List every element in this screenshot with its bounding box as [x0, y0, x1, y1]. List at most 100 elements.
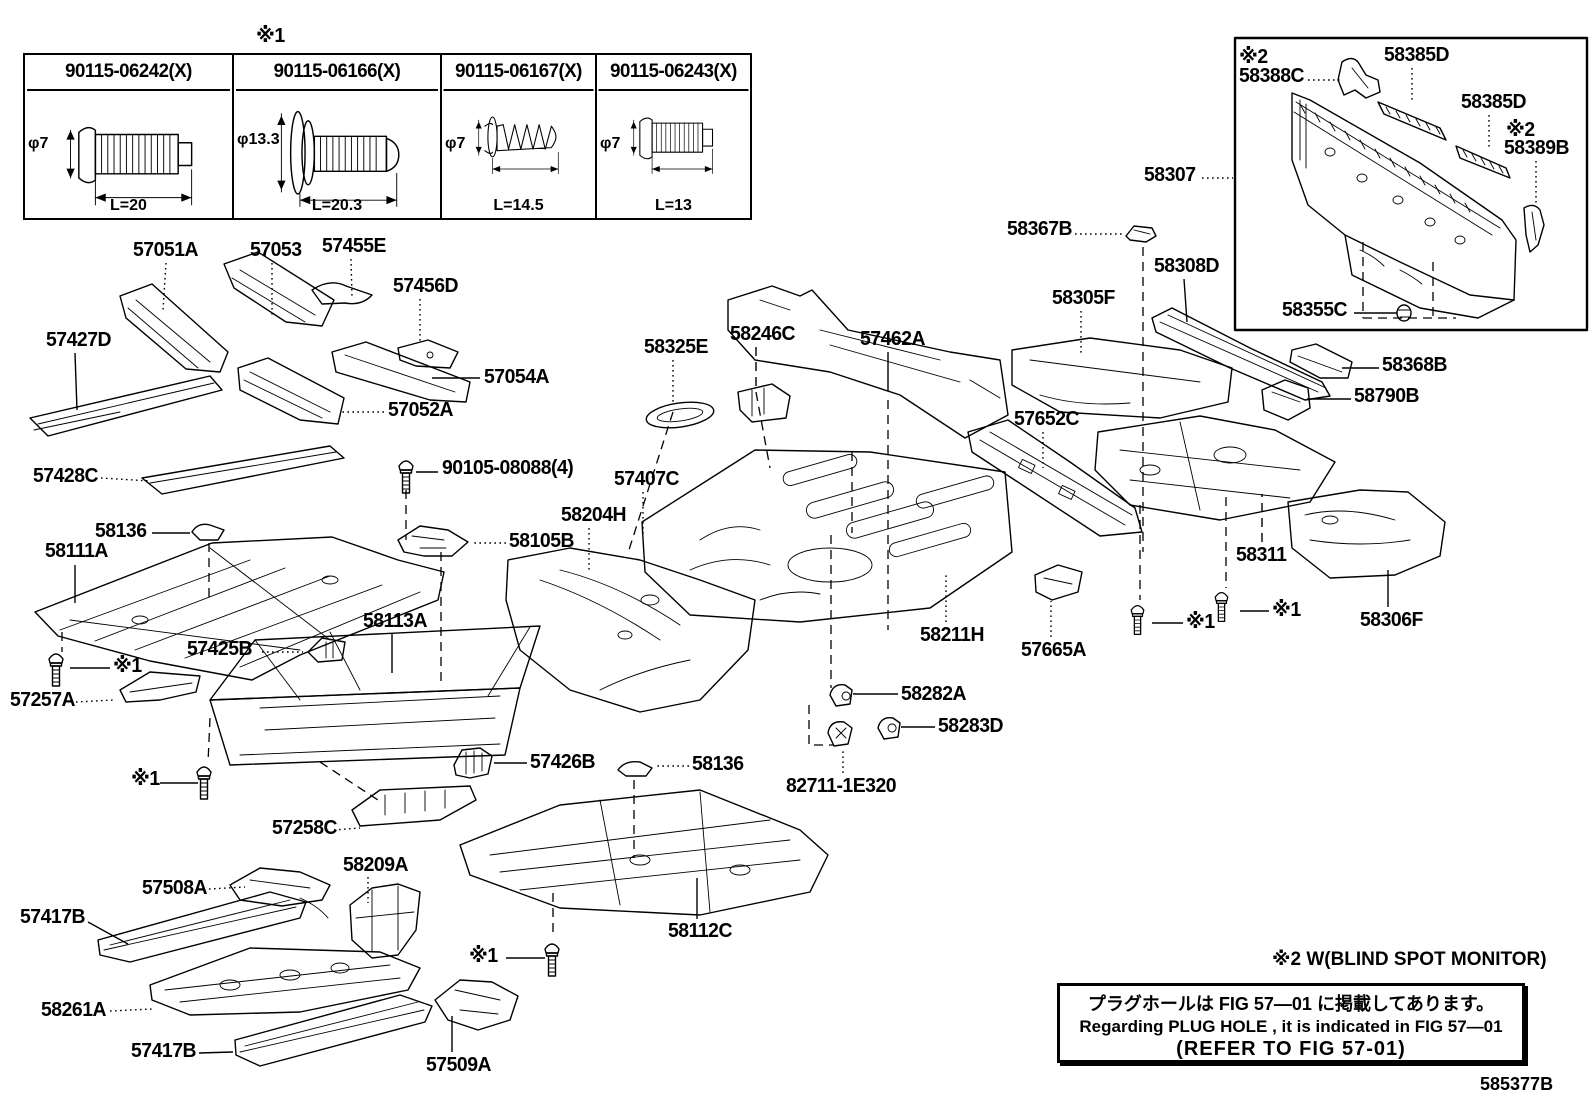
part-58283D-clip-sketch [877, 717, 901, 740]
part-57054A-sketch [331, 341, 471, 403]
part-label-1-55: ※1 [1186, 611, 1215, 633]
part-58311-sketch [1094, 415, 1336, 521]
fastener-column-4: 90115-06243(X) φ7 L=13 [595, 55, 750, 218]
part-58325E-sketch [645, 401, 715, 429]
part-label-57665A-51: 57665A [1021, 639, 1087, 661]
part-label-58389B-44: 58389B [1504, 137, 1570, 159]
stud-length: L=20 [110, 197, 147, 214]
part-57257A-sketch [119, 671, 201, 703]
part-58112C-sketch [459, 789, 829, 916]
plug-hole-note-reference: (REFER TO FIG 57-01) [1176, 1038, 1406, 1060]
part-57455E-sketch [311, 282, 373, 305]
construction-lines [61, 247, 1227, 938]
leader-line [1183, 278, 1188, 323]
part-label-57051A-1: 57051A [133, 239, 199, 261]
part-57417B-2-sketch [234, 994, 433, 1067]
part-label-58385D-42: 58385D [1461, 91, 1527, 113]
part-58368B-sketch [1289, 343, 1353, 379]
part-58211H-sketch [641, 449, 1013, 623]
part-57053-sketch [223, 251, 335, 327]
part-label-57407C-30: 57407C [614, 468, 680, 490]
part-label-58385D-41: 58385D [1384, 44, 1450, 66]
part-58105B-sketch [397, 525, 469, 557]
part-58308D-sketch [1151, 307, 1331, 401]
part-label-57509A-23: 57509A [426, 1054, 492, 1076]
part-57428C-sketch [141, 445, 345, 495]
part-label-58113A-15: 58113A [363, 610, 427, 632]
stud-diameter: φ7 [600, 135, 621, 152]
part-label-57054A-6: 57054A [484, 366, 550, 388]
fastener-column-2: 90115-06166(X) φ13.3 L=20.3 [232, 55, 440, 218]
leader-line [350, 258, 353, 298]
part-label-58136-10: 58136 [95, 520, 147, 542]
part-label-58368B-46: 58368B [1382, 354, 1448, 376]
part-label-57455E-3: 57455E [322, 235, 386, 257]
part-label-827111E320-54: 82711-1E320 [786, 775, 897, 797]
part-label-1-24: ※1 [469, 945, 498, 967]
part-label-58307-38: 58307 [1144, 164, 1196, 186]
part-label-57652C-34: 57652C [1014, 408, 1080, 430]
part-label-2-39: ※2 [1239, 46, 1268, 68]
fastener-table: 90115-06242(X) φ7 L=20 90115-06166(X) [23, 53, 752, 220]
part-58111A-sketch [34, 536, 445, 681]
part-label-58246C-32: 58246C [730, 323, 796, 345]
part-label-58111A-11: 58111A [45, 540, 108, 562]
part-label-58105B-29: 58105B [509, 530, 575, 552]
bolt-icon [196, 766, 212, 800]
part-58261A-sketch [149, 947, 421, 1016]
part-label-2-43: ※2 [1506, 119, 1535, 141]
bolt-icon [48, 653, 64, 687]
part-82711-clip-sketch [827, 721, 853, 747]
part-57427D-sketch [29, 375, 223, 437]
part-58246C-sketch [737, 383, 791, 423]
part-label-58112C-25: 58112C [668, 920, 732, 942]
part-58367B-clip-sketch [1125, 225, 1157, 243]
part-label-57508A-19: 57508A [142, 877, 208, 899]
part-57425B-clip-sketch [307, 637, 346, 663]
part-58355C-grommet-sketch [1396, 304, 1412, 322]
fastener-column-1: 90115-06242(X) φ7 L=20 [25, 55, 232, 218]
leader-line [208, 886, 246, 890]
bolt-icon [398, 460, 414, 494]
part-label-58305F-37: 58305F [1052, 287, 1115, 309]
part-label-58282A-52: 58282A [901, 683, 967, 705]
part-58305F-sketch [1011, 337, 1233, 419]
part-label-57427D-5: 57427D [46, 329, 112, 351]
part-58209A-sketch [349, 883, 421, 959]
part-label-57425B-12: 57425B [187, 638, 253, 660]
leader-line [87, 921, 129, 945]
part-label-58209A-18: 58209A [343, 854, 409, 876]
part-label-58204H-28: 58204H [561, 504, 627, 526]
part-57509A-sketch [434, 979, 519, 1031]
stud-drawing-icon [475, 116, 559, 174]
rear-panel-box [1233, 36, 1589, 332]
part-57508A-sketch [229, 867, 331, 919]
part-58389B-sketch [1523, 204, 1545, 253]
part-57462A-sketch [727, 285, 1009, 439]
part-58282A-clip-sketch [829, 684, 853, 707]
part-label-1-0: ※1 [256, 25, 285, 47]
part-58385D-strip-1-sketch [1377, 101, 1447, 141]
part-label-57426B-26: 57426B [530, 751, 596, 773]
part-label-57053-2: 57053 [250, 239, 302, 261]
part-label-58325E-31: 58325E [644, 336, 708, 358]
part-58136-clip-a-sketch [191, 523, 225, 541]
stud-length: L=14.5 [493, 197, 544, 214]
part-58136-clip-b-sketch [617, 760, 653, 777]
part-57652C-sketch [967, 419, 1143, 537]
fastener-part-number: 90115-06242(X) [27, 55, 230, 91]
part-label-58306F-49: 58306F [1360, 609, 1423, 631]
stud-length: L=20.3 [311, 197, 363, 214]
part-57258C-sketch [351, 785, 477, 827]
part-label-57417B-22: 57417B [131, 1040, 197, 1062]
stud-diameter: φ7 [445, 135, 466, 152]
stud-drawing-icon [66, 126, 193, 206]
part-58204H-sketch [505, 547, 756, 713]
part-label-58388C-40: 58388C [1239, 65, 1305, 87]
part-label-1-56: ※1 [1272, 599, 1301, 621]
part-58388C-sketch [1337, 57, 1381, 99]
blind-spot-monitor-note: ※2 W(BLIND SPOT MONITOR) [1272, 949, 1547, 970]
part-label-58261A-21: 58261A [41, 999, 107, 1021]
